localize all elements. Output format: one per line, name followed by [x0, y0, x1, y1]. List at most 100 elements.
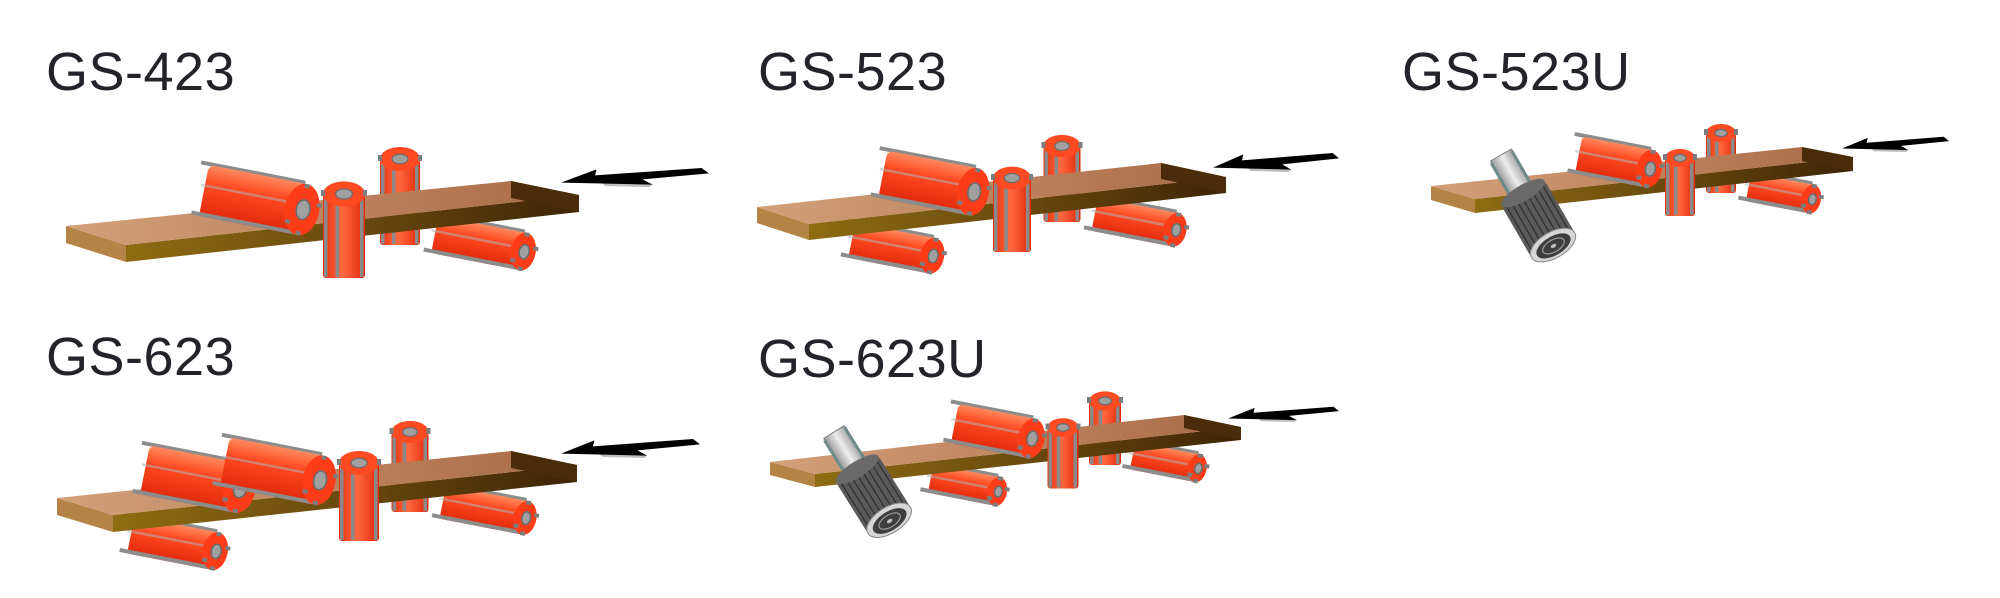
board-top-face: [66, 181, 579, 245]
knife-tab: [1119, 397, 1123, 403]
knurl-line: [1541, 183, 1571, 234]
knife-strip: [1056, 430, 1061, 488]
universal-spindle-icon: [823, 424, 912, 538]
board-end-face: [1431, 186, 1475, 213]
knife-tab: [426, 428, 431, 434]
knife-tab: [304, 183, 310, 189]
knife-strip: [840, 252, 928, 274]
cutter-hub: [335, 188, 353, 200]
knife-tab: [517, 266, 524, 272]
end-cap-ring: [1542, 237, 1565, 255]
knife-tab: [1186, 472, 1193, 478]
knife-tab: [1017, 445, 1024, 450]
knife-tab: [1204, 463, 1210, 469]
panel-gs-523: [757, 134, 1339, 275]
model-title-gs-523: GS-523: [758, 42, 948, 102]
knife-tab: [377, 459, 381, 465]
knife-tab: [337, 459, 341, 465]
knife-tab: [302, 489, 309, 494]
feed-direction-arrow-icon: [1228, 406, 1339, 422]
knife-tab: [1650, 149, 1657, 155]
top-cutter-icon: [212, 432, 339, 506]
board-front-face: [1475, 157, 1853, 213]
cutter-hub: [391, 153, 409, 165]
knife-strip: [127, 529, 204, 547]
model-title-gs-523u: GS-523U: [1402, 42, 1631, 102]
arrow-body: [1228, 406, 1339, 421]
knife-tab: [1806, 209, 1813, 215]
knife-tab: [389, 428, 394, 434]
knife-strip: [423, 247, 519, 270]
cutter-body: [200, 166, 306, 234]
right-vertical-cutter-icon: [1045, 418, 1081, 489]
knife-strip: [843, 426, 870, 466]
knife-strip: [1690, 161, 1694, 215]
cutter-hub: [1807, 193, 1817, 206]
knife-strip: [1574, 132, 1652, 151]
feed-direction-arrow-icon: [1213, 153, 1339, 172]
board-end-face: [770, 462, 815, 487]
knife-tab: [1818, 194, 1825, 200]
knife-tab: [956, 200, 963, 206]
knife-strip: [324, 197, 328, 277]
top-cutter-icon: [1567, 132, 1665, 189]
knife-strip: [943, 437, 1027, 458]
knife-tab: [975, 167, 981, 173]
cutter-hub: [520, 511, 532, 526]
knife-strip: [119, 547, 211, 570]
knife-strip: [950, 399, 1034, 420]
knife-strip: [212, 480, 314, 505]
knife-strip: [926, 474, 988, 489]
knife-tab: [321, 190, 325, 196]
feed-direction-arrow-icon: [1842, 136, 1949, 152]
knife-strip: [1737, 195, 1808, 213]
knurl-top: [835, 454, 879, 485]
cutter-body: [323, 194, 365, 278]
cutter-hub: [927, 248, 939, 264]
knife-tab: [1183, 224, 1190, 230]
right-vertical-cutter-icon: [321, 181, 367, 278]
cutter-body: [221, 438, 323, 504]
end-cap-center: [886, 518, 893, 524]
knife-tab: [378, 155, 382, 161]
arrow-body: [561, 439, 700, 456]
knife-tab: [519, 531, 526, 536]
panel-gs-523u: [1431, 124, 1949, 263]
knife-strip: [1666, 161, 1670, 215]
knife-tab: [533, 246, 539, 252]
knife-tab: [1045, 423, 1050, 430]
cutter-body: [993, 178, 1031, 252]
cutter-hub: [295, 199, 311, 221]
knife-tab: [1041, 142, 1046, 148]
knife-strip: [431, 513, 521, 535]
arrow-body: [1842, 136, 1949, 151]
board-right-end: [1802, 147, 1853, 171]
knife-strip: [351, 466, 355, 540]
top-cutter-icon: [943, 399, 1048, 460]
cutter-hub: [1056, 423, 1070, 432]
top-cutter-icon: [191, 160, 323, 236]
knife-tab: [316, 203, 323, 209]
knife-tab: [418, 155, 422, 161]
arrow-body: [561, 168, 709, 185]
knife-tab: [1041, 432, 1048, 438]
cutter-hub: [1714, 128, 1728, 138]
knurl-line: [875, 459, 907, 508]
knife-tab: [321, 455, 327, 461]
knife-tab: [919, 261, 926, 267]
knife-tab: [295, 230, 301, 236]
knife-strip: [132, 488, 234, 513]
knife-tab: [232, 508, 239, 514]
knife-tab: [209, 566, 216, 571]
knife-strip: [1026, 181, 1030, 251]
knife-tab: [1025, 454, 1032, 460]
knife-tab: [1169, 242, 1176, 248]
end-cap-ring: [878, 512, 901, 530]
knife-tab: [986, 185, 992, 191]
board-end-face: [757, 207, 809, 240]
cutter-hub: [1673, 153, 1687, 163]
knife-tab: [941, 250, 948, 256]
feed-direction-arrow-icon: [561, 439, 700, 458]
knife-strip: [141, 440, 243, 465]
cutter-hub: [1003, 172, 1021, 184]
